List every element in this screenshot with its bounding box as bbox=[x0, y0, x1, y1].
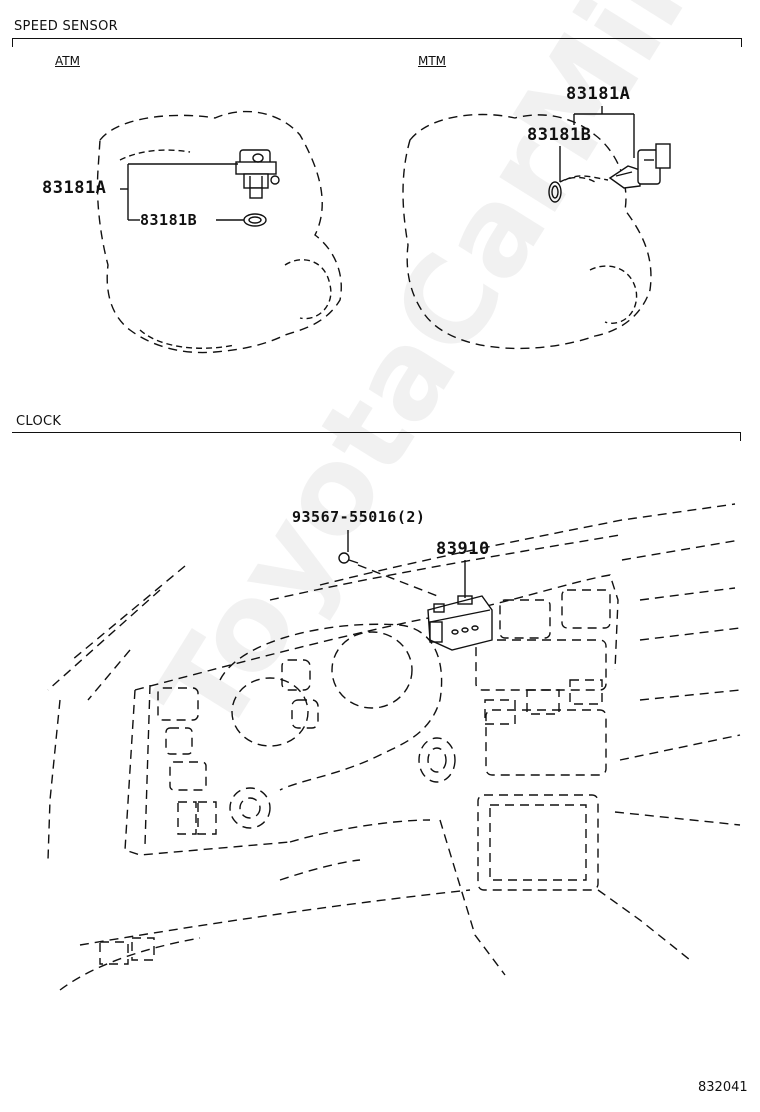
atm-speed-sensor-icon bbox=[235, 149, 280, 199]
atm-transmission-outline bbox=[96, 110, 342, 354]
section-title-speed-sensor: SPEED SENSOR bbox=[14, 19, 118, 34]
section-rule-speed-sensor bbox=[12, 38, 742, 47]
mtm-label: MTM bbox=[418, 54, 447, 68]
atm-label: ATM bbox=[55, 54, 80, 68]
mtm-transmission-outline bbox=[402, 113, 652, 350]
screw-icon bbox=[338, 552, 441, 598]
dashboard-outline bbox=[47, 503, 741, 991]
section-title-clock: CLOCK bbox=[16, 414, 62, 429]
mtm-part-83181a: 83181A bbox=[566, 84, 631, 104]
clock-unit-icon bbox=[427, 560, 493, 651]
mtm-speed-sensor-icon bbox=[608, 143, 671, 189]
mtm-part-83181b: 83181B bbox=[527, 125, 592, 145]
atm-o-ring-icon bbox=[243, 213, 267, 227]
diagram-id: 832041 bbox=[698, 1080, 748, 1095]
clock-part-number: 83910 bbox=[436, 539, 490, 559]
atm-part-83181a: 83181A bbox=[42, 178, 107, 198]
section-rule-clock bbox=[12, 432, 741, 441]
atm-leader-lines bbox=[120, 163, 244, 221]
atm-part-83181b: 83181B bbox=[140, 211, 198, 229]
screw-part-number: 93567-55016(2) bbox=[292, 508, 426, 526]
mtm-leader-lines bbox=[559, 106, 635, 182]
mtm-o-ring-icon bbox=[548, 175, 609, 203]
